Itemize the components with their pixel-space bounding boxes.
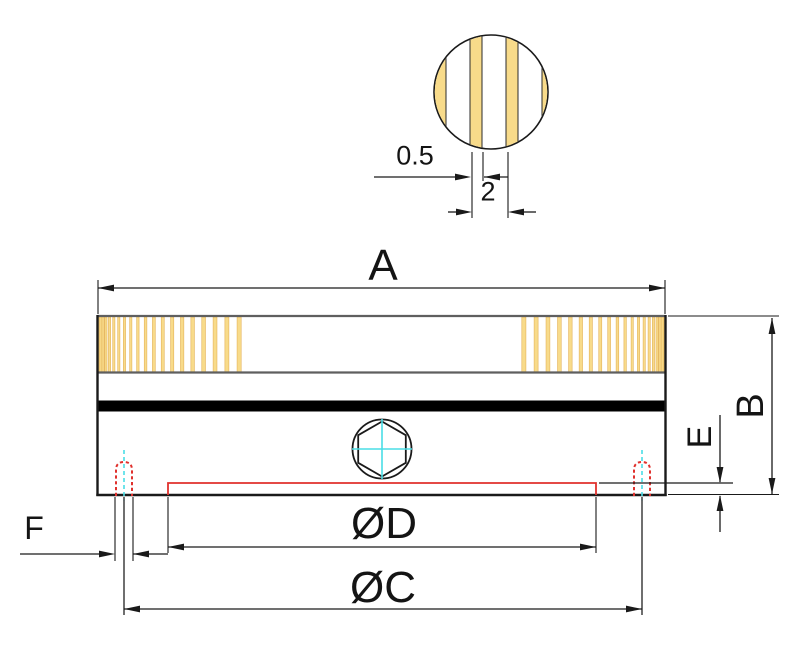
arrowhead-icon: [768, 318, 776, 334]
separator-band: [97, 400, 666, 412]
mount-hole-right: [633, 460, 651, 496]
arrowhead-icon: [133, 550, 149, 558]
detail-circle: [433, 34, 549, 150]
detail-pole-stripes: [434, 35, 548, 149]
arrowhead-icon: [484, 173, 500, 181]
dim-label-e: E: [681, 425, 719, 449]
arrowhead-icon: [455, 173, 471, 181]
dim-label-b: B: [730, 393, 772, 419]
arrowhead-icon: [98, 284, 114, 292]
pole-stripes-band: [98, 317, 665, 373]
arrowhead-icon: [716, 467, 724, 483]
arrowhead-icon: [124, 605, 140, 613]
arrowhead-icon: [99, 550, 115, 558]
dim-label-c: ØC: [350, 563, 416, 612]
dim-label-a: A: [368, 241, 398, 290]
arrowhead-icon: [649, 284, 665, 292]
dim-label-f: F: [24, 510, 44, 546]
detail-label-pitch: 2: [480, 176, 496, 207]
dim-label-d: ØD: [351, 499, 417, 548]
recess-outline: [167, 482, 597, 495]
arrowhead-icon: [716, 495, 724, 511]
arrowhead-icon: [626, 605, 642, 613]
arrowhead-icon: [168, 543, 184, 551]
mount-hole-left: [115, 460, 133, 496]
arrowhead-icon: [508, 208, 524, 216]
detail-label-separator: 0.5: [396, 140, 434, 171]
arrowhead-icon: [580, 543, 596, 551]
arrowhead-icon: [768, 478, 776, 494]
arrowhead-icon: [456, 208, 472, 216]
